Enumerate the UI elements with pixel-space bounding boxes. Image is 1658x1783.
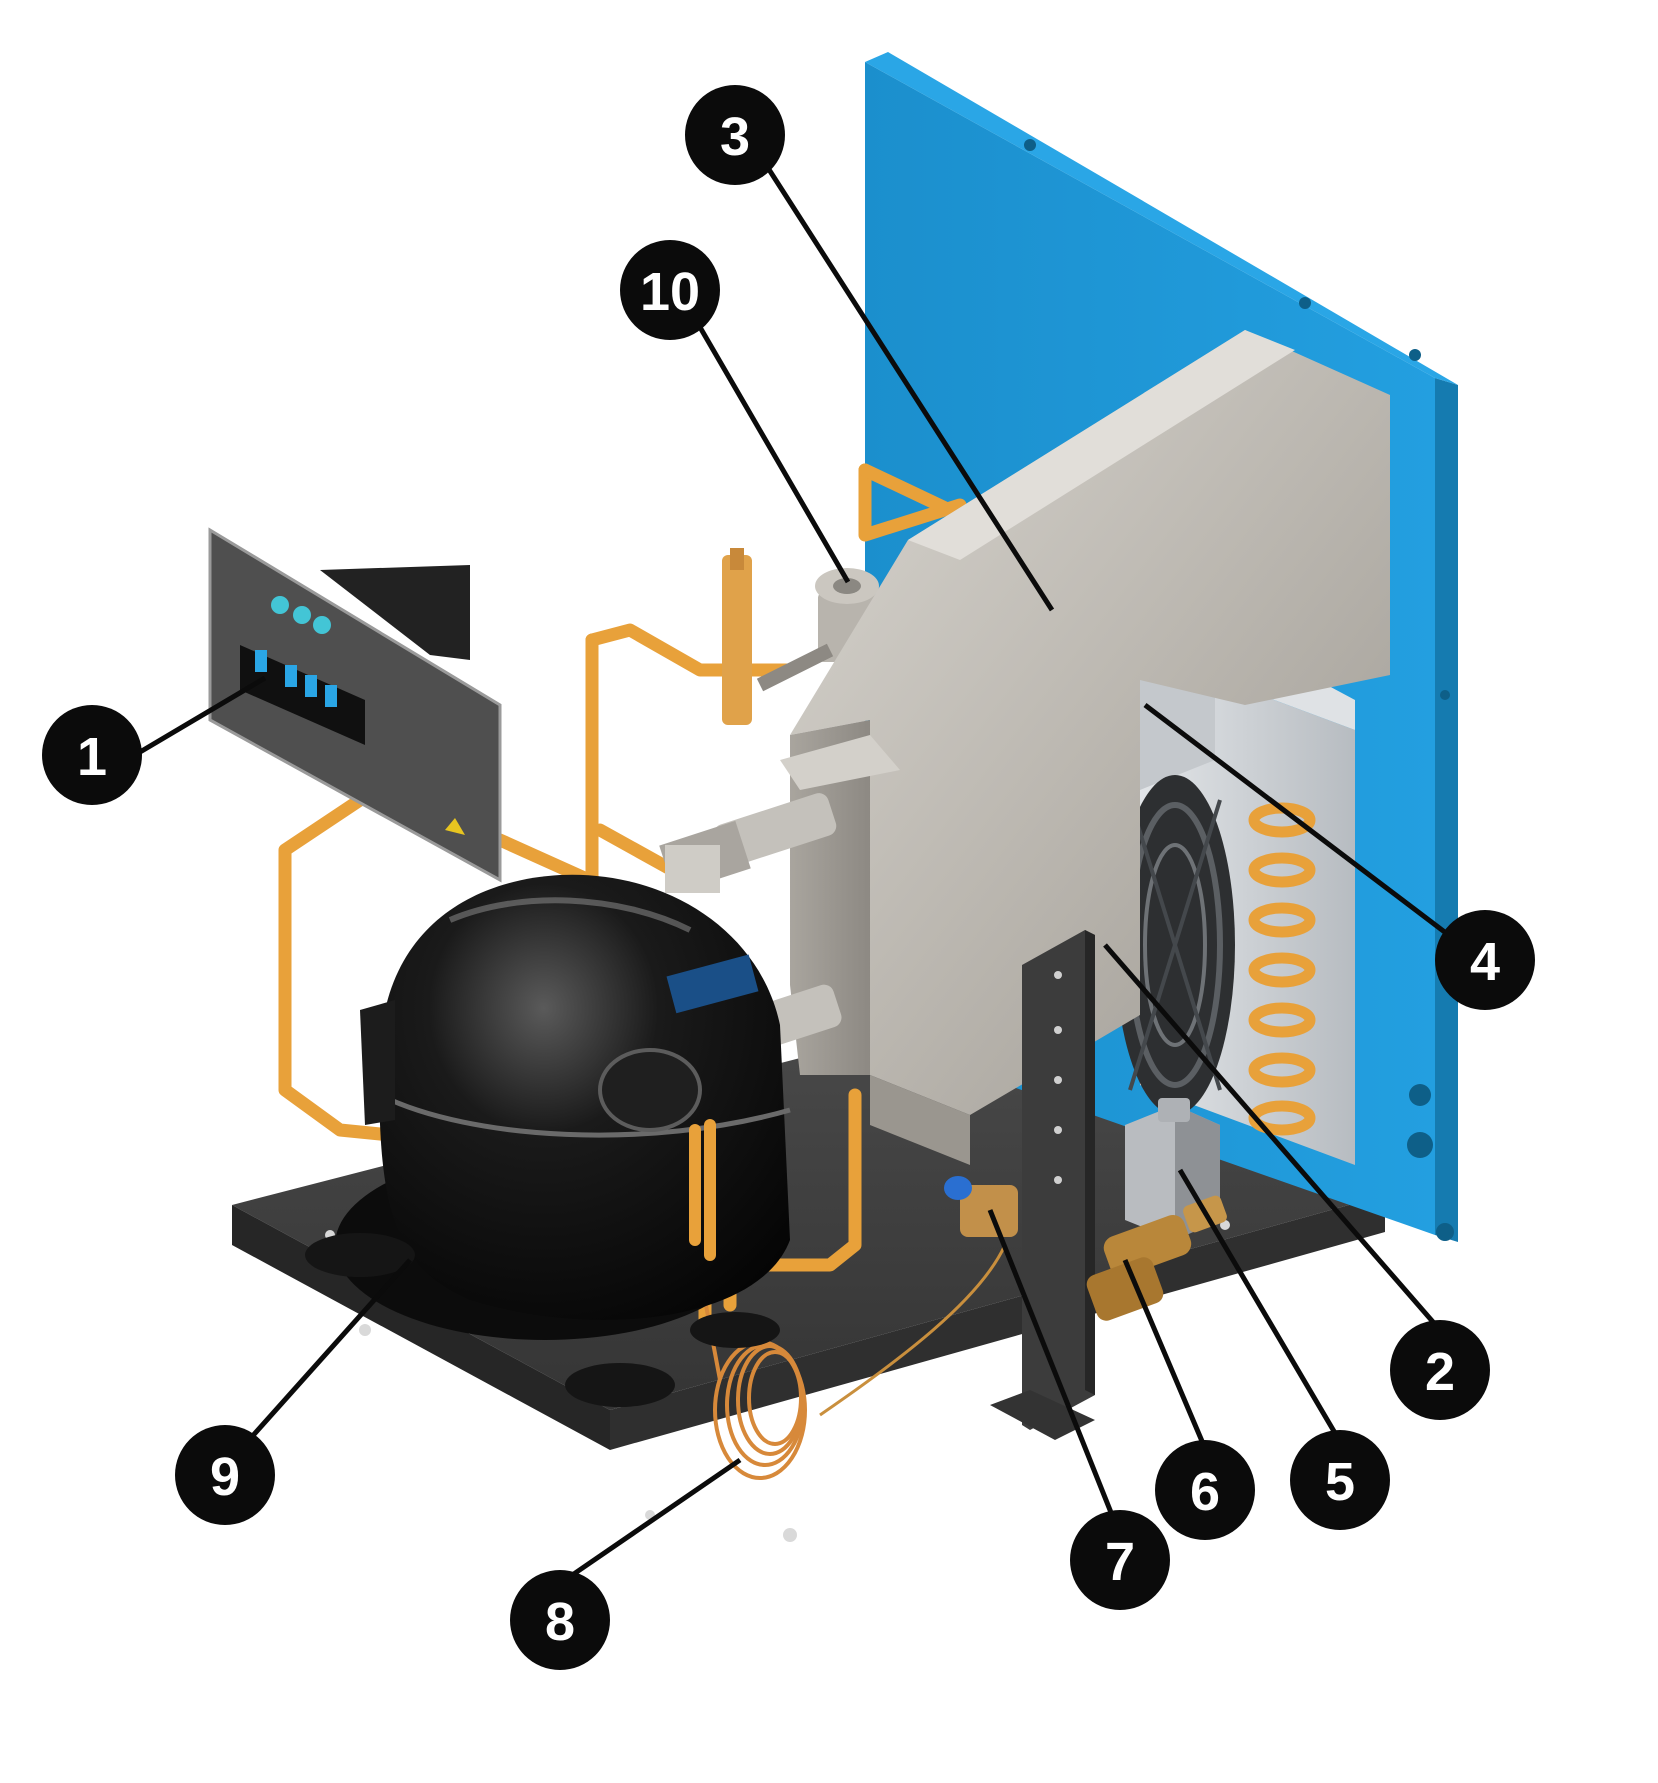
callout-number: 1 xyxy=(77,727,107,787)
callout-markers: 1 2 3 4 5 67 8 9 10 xyxy=(42,85,1535,1670)
callout-number: 6 xyxy=(1190,1462,1220,1522)
callout-circle-icon xyxy=(620,240,720,340)
callout-10: 10 xyxy=(620,240,720,340)
callout-7: 7 xyxy=(1070,1510,1170,1610)
callout-number: 9 xyxy=(210,1447,240,1507)
callout-9: 9 xyxy=(175,1425,275,1525)
callout-circle-icon xyxy=(175,1425,275,1525)
callout-2: 2 xyxy=(1390,1320,1490,1420)
compressor-feet xyxy=(305,1233,780,1407)
controller-display xyxy=(240,645,365,745)
callout-number: 5 xyxy=(1325,1452,1355,1512)
leader-lines xyxy=(133,138,1477,1583)
callout-circle-icon xyxy=(1435,910,1535,1010)
callout-number: 8 xyxy=(545,1592,575,1652)
callout-circle-icon xyxy=(685,85,785,185)
callout-4: 4 xyxy=(1435,910,1535,1010)
copper-piping-front xyxy=(689,1119,716,1261)
callout-circle-icon xyxy=(1155,1440,1255,1540)
callout-5: 5 xyxy=(1290,1430,1390,1530)
compressor xyxy=(305,874,791,1407)
controller-panel xyxy=(208,527,502,883)
condenser-coil xyxy=(1248,802,1316,1136)
callout-circle-icon xyxy=(510,1570,610,1670)
callout-number: 7 xyxy=(1105,1532,1135,1592)
callout-circle-icon xyxy=(1390,1320,1490,1420)
callout-circle-icon xyxy=(42,705,142,805)
warning-sticker-icon xyxy=(445,818,465,835)
callout-number: 4 xyxy=(1470,932,1500,992)
callout-number: 3 xyxy=(720,107,750,167)
callout-6: 6 xyxy=(1155,1440,1255,1540)
callout-number: 10 xyxy=(640,262,700,322)
callout-1: 1 xyxy=(42,705,142,805)
callout-circle-icon xyxy=(1290,1430,1390,1530)
callout-8: 8 xyxy=(510,1570,610,1670)
heat-exchanger-nozzle-upper xyxy=(659,793,837,894)
callout-number: 2 xyxy=(1425,1342,1455,1402)
callout-circle-icon xyxy=(1070,1510,1170,1610)
condenser-fan xyxy=(1115,775,1235,1115)
controller-buttons-icon xyxy=(271,596,331,634)
callout-3: 3 xyxy=(685,85,785,185)
